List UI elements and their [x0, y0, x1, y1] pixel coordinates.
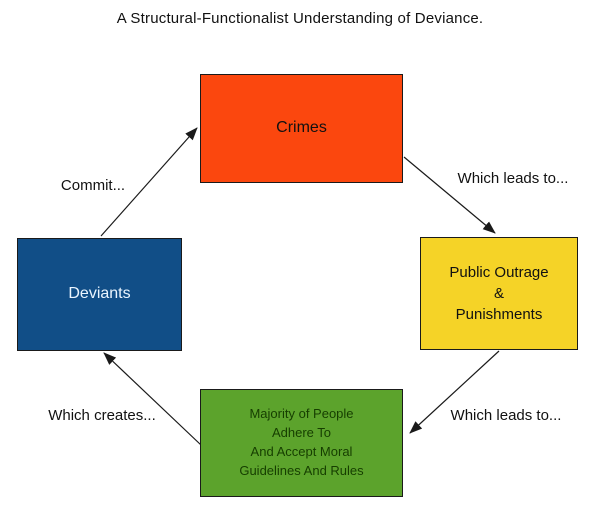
node-crimes-label: Crimes	[276, 119, 327, 137]
node-outrage-line-1: Public Outrage	[449, 264, 549, 281]
node-majority-adhere-moral-rules: Majority of People Adhere To And Accept …	[200, 389, 403, 497]
edge-label-which-leads-to-top: Which leads to...	[457, 170, 569, 187]
edge-label-which-creates: Which creates...	[48, 407, 156, 424]
node-outrage-line-3: Punishments	[455, 306, 543, 323]
node-crimes: Crimes	[200, 74, 403, 183]
arrow-crimes-to-outrage	[403, 156, 496, 234]
diagram-title: A Structural-Functionalist Understanding…	[116, 10, 484, 27]
node-majority-line-3: And Accept Moral	[250, 444, 353, 459]
node-deviants-label: Deviants	[68, 285, 131, 303]
edge-label-which-leads-to-bottom: Which leads to...	[450, 407, 562, 424]
node-majority-line-2: Adhere To	[271, 425, 332, 441]
arrow-majority-to-deviants	[103, 352, 202, 446]
node-deviants: Deviants	[17, 238, 182, 351]
node-majority-line-4: Guidelines And Rules	[239, 462, 364, 478]
edge-label-commit: Commit...	[60, 177, 126, 194]
node-public-outrage-punishments: Public Outrage & Punishments	[420, 237, 578, 350]
node-majority-line-1: Majority of People	[249, 406, 354, 422]
node-outrage-line-2: &	[493, 285, 504, 302]
